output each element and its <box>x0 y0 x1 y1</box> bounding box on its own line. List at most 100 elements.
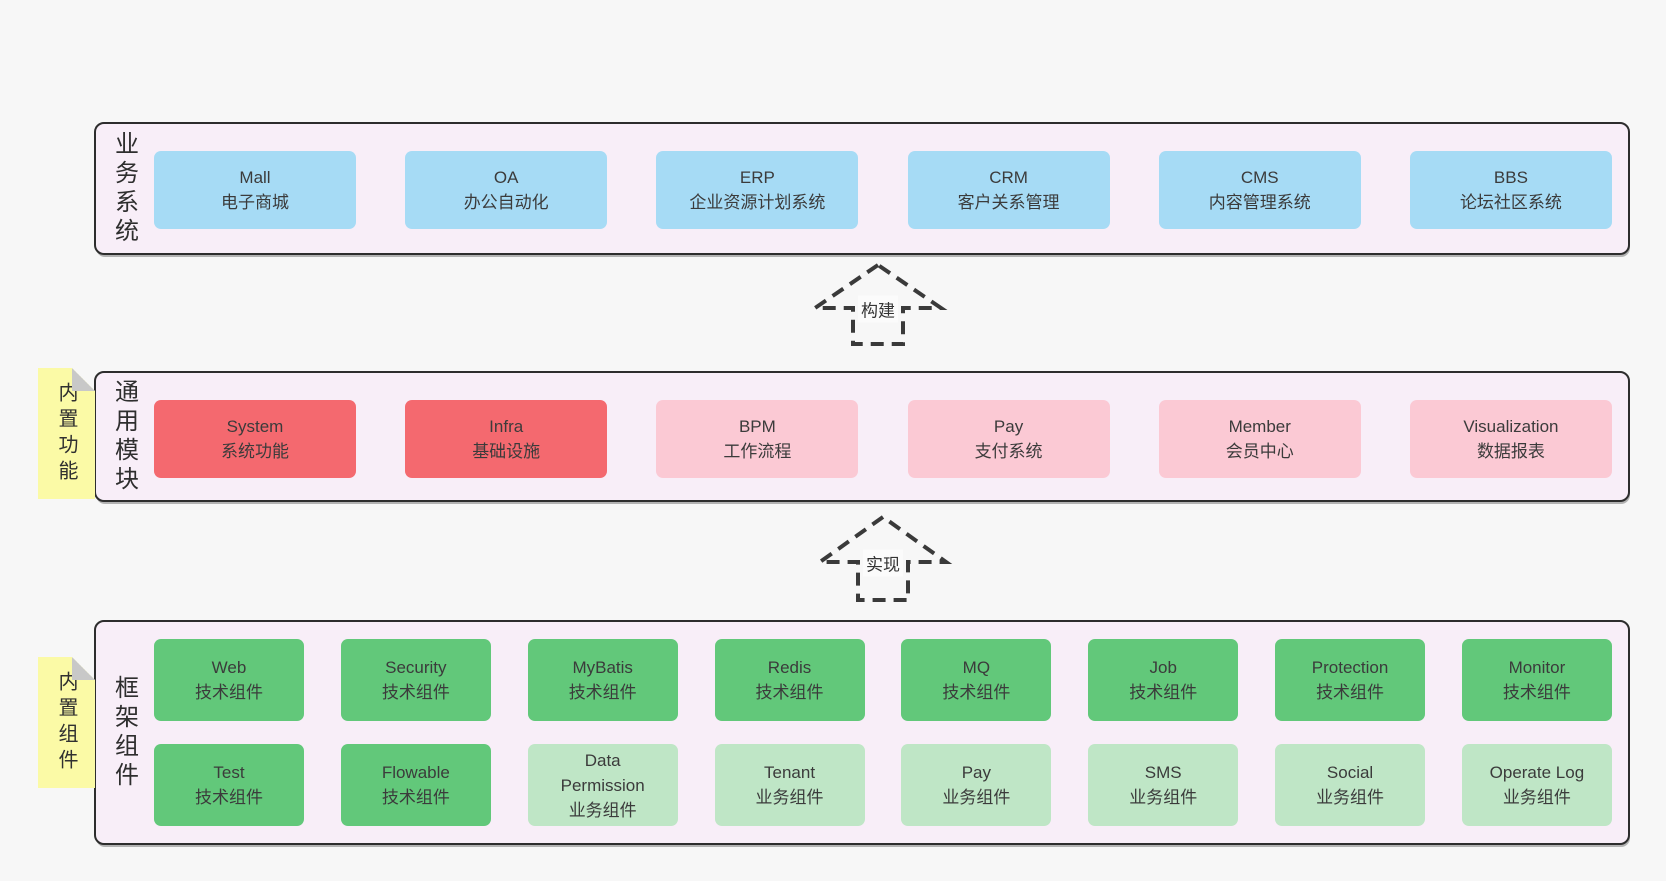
node-security: Security 技术组件 <box>340 639 491 721</box>
node-protection: Protection 技术组件 <box>1275 639 1426 721</box>
node-subtitle: 技术组件 <box>1129 683 1198 702</box>
node-title: BPM <box>738 417 776 436</box>
node-subtitle: 业务组件 <box>1316 788 1385 807</box>
node-title: Redis <box>767 658 812 677</box>
node-visualization: Visualization 数据报表 <box>1409 400 1612 478</box>
node-subtitle: 企业资源计划系统 <box>689 193 826 212</box>
node-title: ERP <box>739 168 775 187</box>
node-title: CRM <box>989 168 1028 187</box>
sticky-note-label: 内置功能 <box>55 381 77 486</box>
node-subtitle: 内容管理系统 <box>1208 193 1311 212</box>
node-subtitle: 业务组件 <box>942 788 1011 807</box>
node-test: Test 技术组件 <box>154 744 304 826</box>
node-title: BBS <box>1493 168 1528 187</box>
node-subtitle: 会员中心 <box>1225 442 1294 461</box>
layer-common-modules: 通用模块 System 系统功能 Infra 基础设施 BPM 工作流程 Pay… <box>94 371 1630 502</box>
node-title: Web <box>211 658 247 677</box>
node-bbs: BBS 论坛社区系统 <box>1409 151 1612 229</box>
node-infra: Infra 基础设施 <box>405 400 608 478</box>
sticky-note-built-in-components: 内置组件 <box>38 657 95 788</box>
node-subtitle: 业务组件 <box>568 800 637 820</box>
node-cms: CMS 内容管理系统 <box>1158 151 1361 229</box>
node-title: OA <box>493 168 519 187</box>
node-subtitle: 技术组件 <box>381 788 450 807</box>
node-job: Job 技术组件 <box>1088 639 1239 721</box>
node-title: Test <box>213 763 245 782</box>
framework-components-row-2: Test 技术组件 Flowable 技术组件 Data Permission … <box>154 744 1612 826</box>
node-subtitle: 技术组件 <box>195 788 263 807</box>
framework-components-row-1: Web 技术组件 Security 技术组件 MyBatis 技术组件 Redi… <box>154 639 1612 721</box>
build-arrow-label: 构建 <box>858 295 898 323</box>
node-subtitle: 客户关系管理 <box>957 193 1060 212</box>
node-system: System 系统功能 <box>154 400 356 478</box>
node-subtitle: 技术组件 <box>942 683 1011 702</box>
layer-label-business-systems: 业务系统 <box>110 130 138 247</box>
node-subtitle: 基础设施 <box>472 442 541 461</box>
node-erp: ERP 企业资源计划系统 <box>656 151 859 229</box>
sticky-note-label: 内置组件 <box>55 670 77 775</box>
up-arrow-icon <box>808 262 948 346</box>
node-title: Member <box>1228 417 1291 436</box>
node-title: Visualization <box>1463 417 1559 436</box>
node-crm: CRM 客户关系管理 <box>907 151 1110 229</box>
node-subtitle: 技术组件 <box>1502 683 1571 702</box>
node-subtitle: 技术组件 <box>568 683 637 702</box>
node-title: Flowable <box>381 763 450 782</box>
node-monitor: Monitor 技术组件 <box>1461 639 1612 721</box>
node-mall: Mall 电子商城 <box>154 151 356 229</box>
node-sms: SMS 业务组件 <box>1088 744 1239 826</box>
node-subtitle: 技术组件 <box>755 683 824 702</box>
node-pay-system: Pay 支付系统 <box>907 400 1110 478</box>
node-subtitle: 支付系统 <box>974 442 1043 461</box>
node-title: MyBatis <box>572 658 633 677</box>
node-title: Infra <box>489 417 524 436</box>
node-subtitle: 系统功能 <box>221 442 289 461</box>
node-title: Data Permission <box>560 750 645 795</box>
node-title: Social <box>1326 763 1374 782</box>
node-subtitle: 办公自动化 <box>463 193 549 212</box>
node-subtitle: 论坛社区系统 <box>1459 193 1562 212</box>
sticky-note-built-in-features: 内置功能 <box>38 368 95 499</box>
up-arrow-icon <box>813 514 953 602</box>
implement-arrow-label: 实现 <box>863 549 903 577</box>
node-flowable: Flowable 技术组件 <box>340 744 491 826</box>
node-bpm: BPM 工作流程 <box>656 400 859 478</box>
node-subtitle: 工作流程 <box>723 442 792 461</box>
node-operate-log: Operate Log 业务组件 <box>1461 744 1612 826</box>
node-title: Pay <box>993 417 1024 436</box>
node-subtitle: 技术组件 <box>1316 683 1385 702</box>
node-title: Operate Log <box>1489 763 1585 782</box>
node-subtitle: 电子商城 <box>221 193 289 212</box>
node-member: Member 会员中心 <box>1158 400 1361 478</box>
node-redis: Redis 技术组件 <box>714 639 865 721</box>
node-pay-component: Pay 业务组件 <box>901 744 1052 826</box>
node-title: Pay <box>961 763 992 782</box>
node-title: Monitor <box>1508 658 1566 677</box>
common-modules-row: System 系统功能 Infra 基础设施 BPM 工作流程 Pay 支付系统… <box>154 400 1612 478</box>
layer-label-common-modules: 通用模块 <box>110 378 138 495</box>
node-title: MQ <box>962 658 991 677</box>
node-oa: OA 办公自动化 <box>405 151 608 229</box>
node-title: Protection <box>1311 658 1389 677</box>
node-subtitle: 业务组件 <box>1129 788 1198 807</box>
node-title: System <box>226 417 284 436</box>
node-web: Web 技术组件 <box>154 639 304 721</box>
node-title: Tenant <box>764 763 816 782</box>
layer-label-framework-components: 框架组件 <box>110 674 138 791</box>
node-subtitle: 业务组件 <box>755 788 824 807</box>
layer-business-systems: 业务系统 Mall 电子商城 OA 办公自动化 ERP 企业资源计划系统 CRM… <box>94 122 1630 255</box>
node-data-permission: Data Permission 业务组件 <box>527 744 678 826</box>
node-tenant: Tenant 业务组件 <box>714 744 865 826</box>
fold-corner-icon <box>72 657 95 680</box>
node-title: SMS <box>1144 763 1182 782</box>
node-mybatis: MyBatis 技术组件 <box>527 639 678 721</box>
node-title: Mall <box>239 168 271 187</box>
node-title: CMS <box>1240 168 1279 187</box>
node-subtitle: 技术组件 <box>195 683 263 702</box>
implement-arrow: 实现 <box>813 513 953 604</box>
node-title: Security <box>385 658 447 677</box>
node-subtitle: 技术组件 <box>381 683 450 702</box>
node-title: Job <box>1149 658 1177 677</box>
node-subtitle: 业务组件 <box>1502 788 1571 807</box>
